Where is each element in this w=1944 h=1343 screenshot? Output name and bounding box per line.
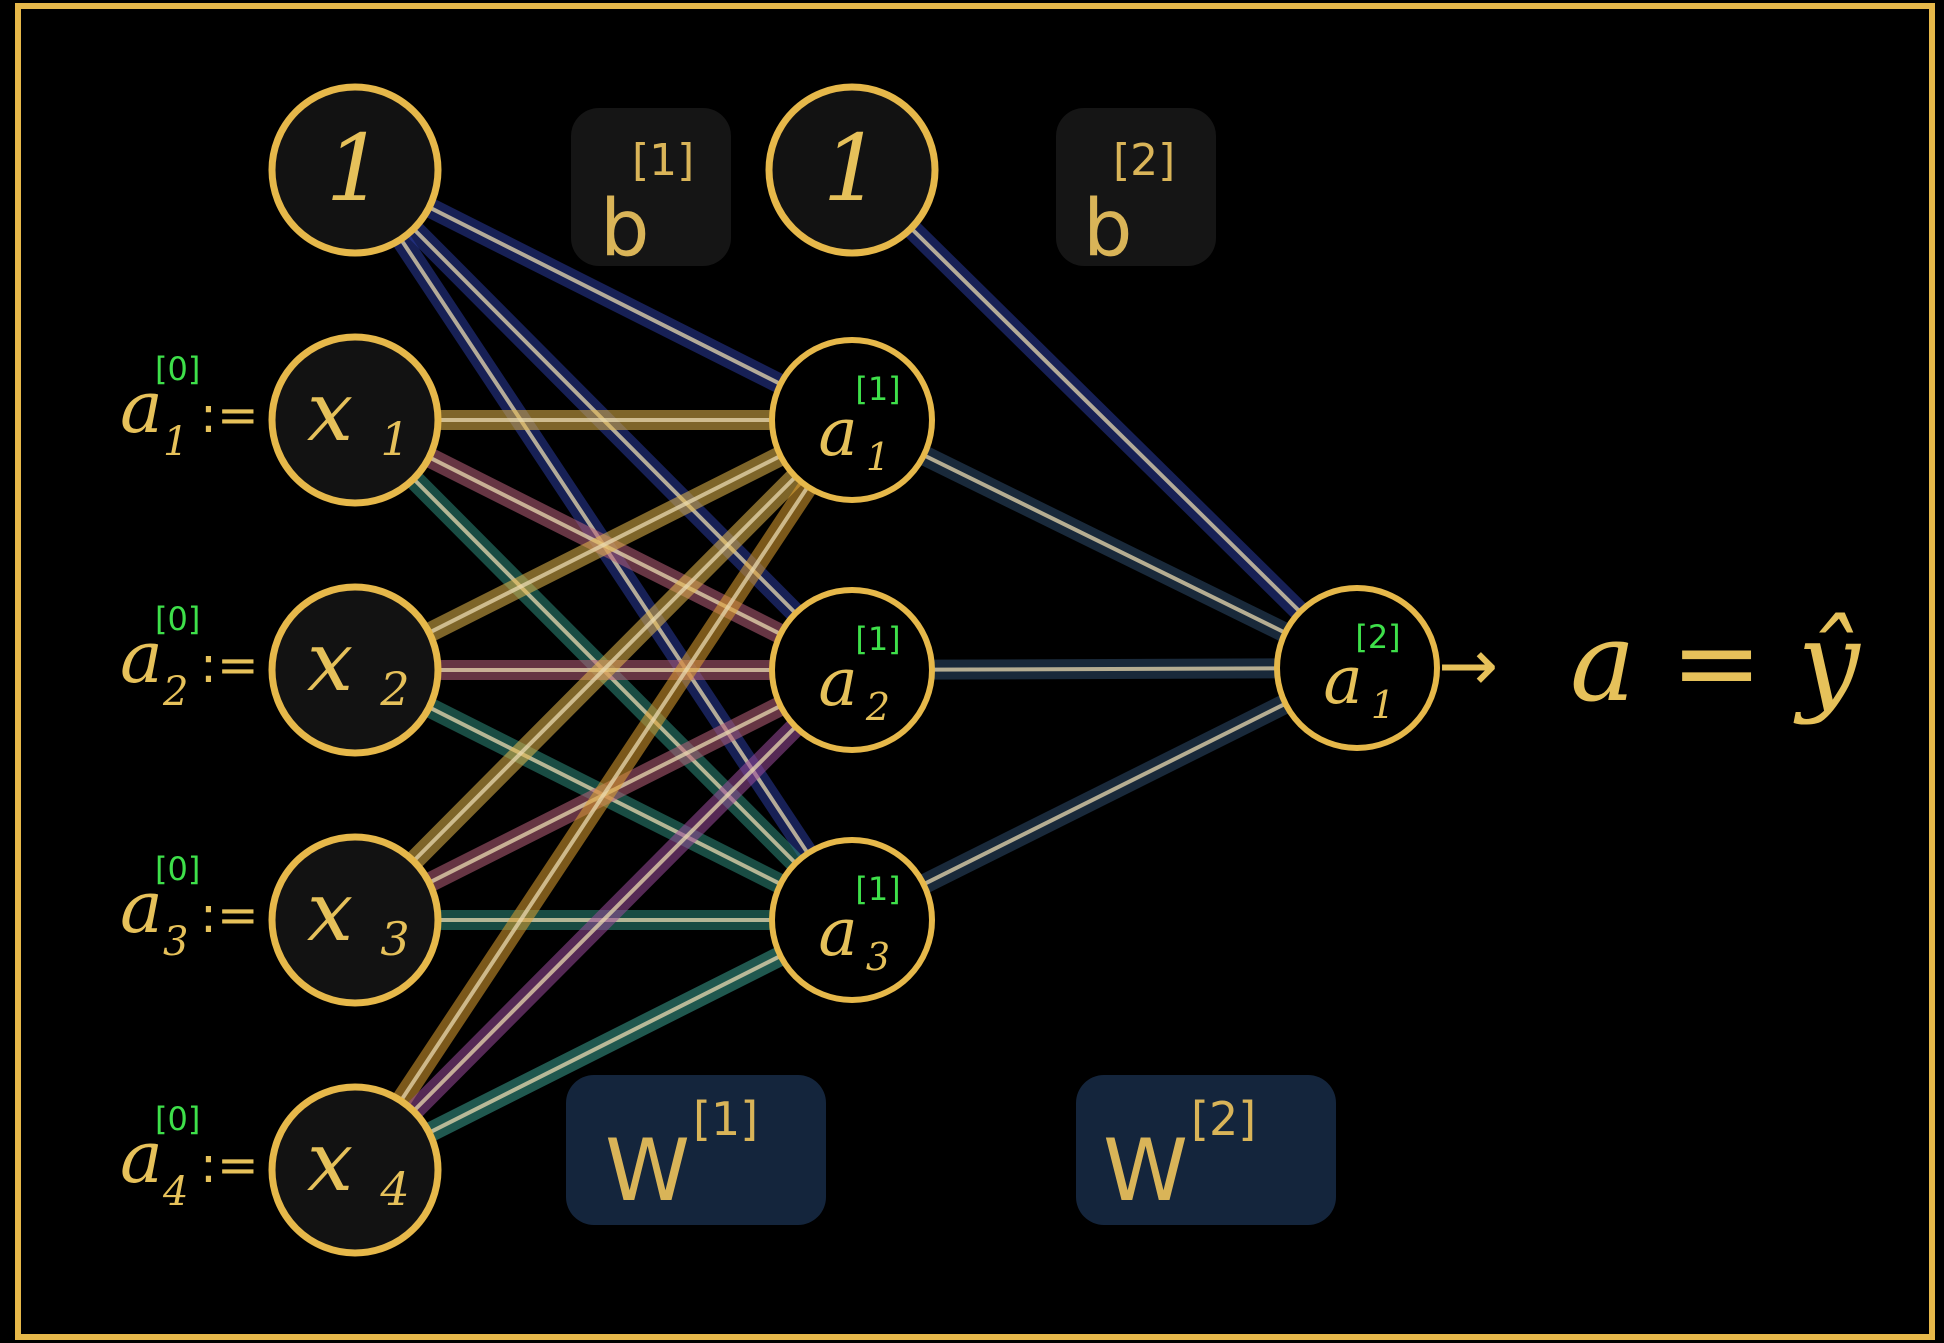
alias-a2-assign: := xyxy=(200,636,259,694)
edge-b0-h1 xyxy=(424,203,783,387)
hidden-node-a2-sub: 2 xyxy=(865,685,890,729)
bias-box-layer2: b [2] xyxy=(1056,108,1216,274)
input-node-x1: x 1 xyxy=(268,333,442,507)
output-node-sup: [2] xyxy=(1355,618,1400,656)
bias-box-layer1-base: b xyxy=(600,184,650,274)
alias-a4-sub: 4 xyxy=(162,1169,188,1215)
alias-a1-base: a xyxy=(120,365,163,449)
output-node-a1: a 1 [2] xyxy=(1274,585,1440,751)
edge-h1-o xyxy=(921,453,1288,635)
input-bias-label: 1 xyxy=(326,115,385,222)
hidden-node-a3-sup: [1] xyxy=(855,870,900,908)
hidden-bias-label: 1 xyxy=(823,115,882,222)
input-alias-a4: a 4 [0] := xyxy=(120,1100,259,1215)
alias-a2-sub: 2 xyxy=(162,669,188,715)
alias-a4-assign: := xyxy=(200,1136,259,1194)
output-arrow-icon: → xyxy=(1438,623,1498,707)
alias-a2-base: a xyxy=(120,615,163,699)
weight-box-layer1-base: W xyxy=(605,1121,690,1221)
input-node-x2: x 2 xyxy=(268,583,442,757)
edge-x4-h3 xyxy=(424,953,783,1137)
input-node-x3: x 3 xyxy=(268,833,442,1007)
bias-box-layer1: b [1] xyxy=(571,108,731,274)
alias-a4-base: a xyxy=(120,1115,163,1199)
alias-a1-assign: := xyxy=(200,386,259,444)
input-node-x4-label: x xyxy=(307,1115,353,1210)
alias-a2-sup: [0] xyxy=(155,600,200,638)
input-alias-a1: a 1 [0] := xyxy=(120,350,259,465)
connection-edges xyxy=(389,195,1311,1145)
hidden-bias-node: 1 xyxy=(765,83,939,257)
input-alias-a2: a 2 [0] := xyxy=(120,600,259,715)
edge-x4-h2 xyxy=(409,724,798,1116)
alias-a3-assign: := xyxy=(200,886,259,944)
output-node-sub: 1 xyxy=(1371,683,1395,727)
alias-a3-base: a xyxy=(120,865,163,949)
hidden-node-a2: a 2 [1] xyxy=(769,587,935,753)
input-node-x4-sub: 4 xyxy=(379,1162,409,1216)
input-bias-node: 1 xyxy=(268,83,442,257)
input-alias-a3: a 3 [0] := xyxy=(120,850,259,965)
input-node-x1-label: x xyxy=(307,365,353,460)
input-node-x2-sub: 2 xyxy=(379,662,409,716)
edge-x3-h1 xyxy=(409,474,798,866)
alias-a3-sub: 3 xyxy=(163,919,188,965)
hidden-node-a1-sup: [1] xyxy=(855,370,900,408)
output-node-label: a xyxy=(1323,642,1362,719)
hidden-node-a1: a 1 [1] xyxy=(769,337,935,503)
output-result-equation: a = ŷ xyxy=(1570,598,1862,726)
bias-box-layer2-base: b xyxy=(1083,184,1133,274)
weight-box-layer2: W [2] xyxy=(1076,1075,1336,1225)
bias-box-layer1-sup: [1] xyxy=(632,135,694,186)
edge-h2-o xyxy=(929,666,1280,672)
alias-a3-sup: [0] xyxy=(155,850,200,888)
input-node-x3-label: x xyxy=(307,865,353,960)
alias-a1-sup: [0] xyxy=(155,350,200,388)
alias-a4-sup: [0] xyxy=(155,1100,200,1138)
edge-b1-o xyxy=(906,224,1303,614)
edge-x2-h1 xyxy=(424,453,783,637)
hidden-node-a2-sup: [1] xyxy=(855,620,900,658)
weight-box-layer2-sup: [2] xyxy=(1191,1092,1256,1146)
input-node-x2-label: x xyxy=(307,615,353,710)
edge-h3-o xyxy=(921,701,1288,887)
weight-box-layer1: W [1] xyxy=(566,1075,826,1225)
hidden-node-a1-sub: 1 xyxy=(866,435,890,479)
frame-border xyxy=(15,3,1935,1340)
edge-x4-h1 xyxy=(397,484,810,1106)
alias-a1-sub: 1 xyxy=(163,419,188,465)
input-node-x3-sub: 3 xyxy=(380,912,409,966)
hidden-node-a3-sub: 3 xyxy=(866,935,890,979)
weight-box-layer2-base: W xyxy=(1103,1121,1188,1221)
input-node-x1-sub: 1 xyxy=(380,412,409,466)
input-node-x4: x 4 xyxy=(268,1083,442,1257)
hidden-node-a2-label: a xyxy=(818,644,857,721)
weight-box-layer1-sup: [1] xyxy=(693,1092,758,1146)
hidden-node-a1-label: a xyxy=(818,394,857,471)
hidden-node-a3: a 3 [1] xyxy=(769,837,935,1003)
hidden-node-a3-label: a xyxy=(818,894,857,971)
bias-box-layer2-sup: [2] xyxy=(1113,135,1175,186)
